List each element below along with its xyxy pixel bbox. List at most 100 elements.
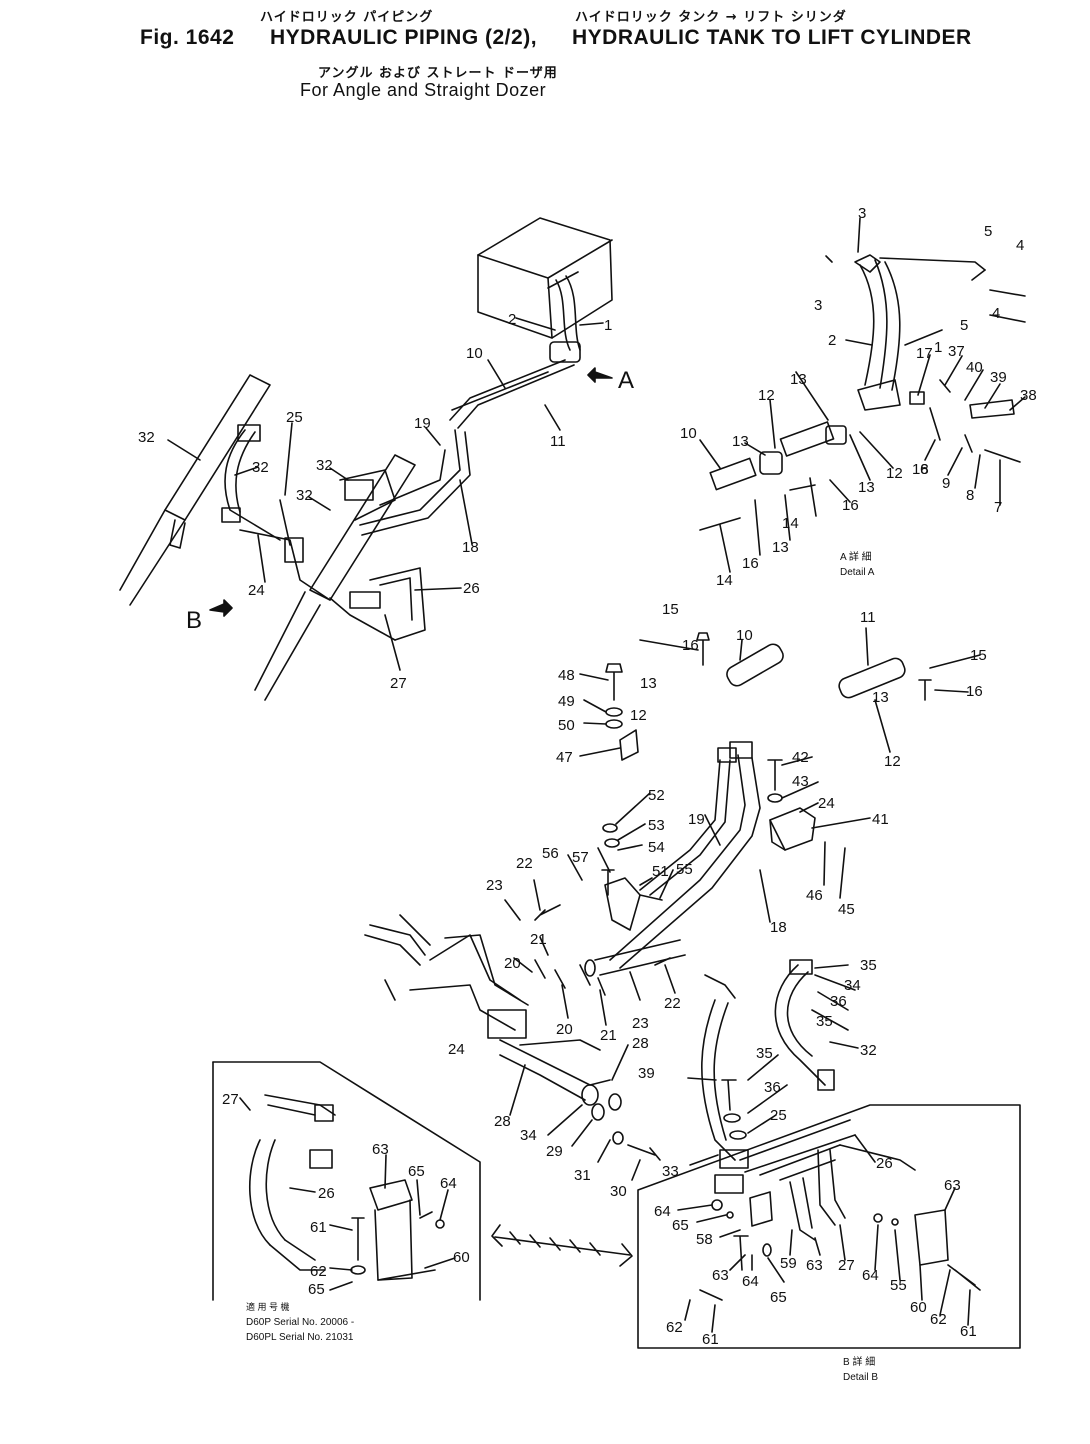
callout-main-53: 53 bbox=[648, 817, 665, 834]
callout-main-34: 34 bbox=[520, 1127, 537, 1144]
callout-overview-2: 2 bbox=[508, 311, 516, 328]
callout-detail-b-63: 63 bbox=[712, 1267, 729, 1284]
callout-overview-1: 1 bbox=[604, 317, 612, 334]
callout-overview-19: 19 bbox=[414, 415, 431, 432]
callout-detail-b-55: 55 bbox=[890, 1277, 907, 1294]
callout-inset-27: 27 bbox=[222, 1091, 239, 1108]
callout-main-55: 55 bbox=[676, 861, 693, 878]
detail-a-caption: Detail A bbox=[840, 567, 875, 578]
jp-title-left: ハイドロリック パイピング bbox=[260, 10, 434, 25]
callout-detail-b-58: 58 bbox=[696, 1231, 713, 1248]
callout-main-28: 28 bbox=[632, 1035, 649, 1052]
callout-labels: A B A 詳 細 Detail A B 詳 細 Detail B 適 用 号 … bbox=[138, 205, 1037, 1383]
callout-detail-a-39: 39 bbox=[990, 369, 1007, 386]
callout-main-54: 54 bbox=[648, 839, 665, 856]
callout-overview-18: 18 bbox=[462, 539, 479, 556]
callout-main-22: 22 bbox=[516, 855, 533, 872]
callout-main-20: 20 bbox=[556, 1021, 573, 1038]
subtitle: For Angle and Straight Dozer bbox=[300, 80, 547, 100]
callout-overview-11: 11 bbox=[550, 433, 566, 450]
callout-detail-a-13: 13 bbox=[858, 479, 875, 496]
callout-detail-a-13: 13 bbox=[790, 371, 807, 388]
callout-main-24: 24 bbox=[448, 1041, 465, 1058]
figure-header: ハイドロリック パイピング ハイドロリック タンク → リフト シリンダ Fig… bbox=[0, 0, 1090, 110]
callout-main-29: 29 bbox=[546, 1143, 563, 1160]
callout-main-42: 42 bbox=[792, 749, 809, 766]
serial-jp-caption: 適 用 号 機 bbox=[246, 1301, 290, 1312]
callout-detail-b-63: 63 bbox=[944, 1177, 961, 1194]
callout-overview-10: 10 bbox=[466, 345, 483, 362]
detail-b-caption: Detail B bbox=[843, 1372, 878, 1383]
callout-detail-a-14: 14 bbox=[782, 515, 799, 532]
callout-inset-60: 60 bbox=[453, 1249, 470, 1266]
callout-detail-a-3: 3 bbox=[814, 297, 822, 314]
callout-main-57: 57 bbox=[572, 849, 589, 866]
callout-detail-a-5: 5 bbox=[984, 223, 992, 240]
callout-detail-a-3: 3 bbox=[858, 205, 866, 222]
main-exploded-drawing bbox=[364, 627, 981, 1194]
callout-detail-b-60: 60 bbox=[910, 1299, 927, 1316]
callout-main-43: 43 bbox=[792, 773, 809, 790]
callout-main-36: 36 bbox=[830, 993, 847, 1010]
callout-main-34: 34 bbox=[844, 977, 861, 994]
callout-inset-26: 26 bbox=[318, 1185, 335, 1202]
callout-overview-27: 27 bbox=[390, 675, 407, 692]
callout-main-39: 39 bbox=[638, 1065, 655, 1082]
callout-detail-a-6: 6 bbox=[920, 461, 928, 478]
detail-b-drawing bbox=[637, 1104, 1021, 1349]
callout-detail-a-12: 12 bbox=[758, 387, 775, 404]
detail-a-drawing bbox=[699, 217, 1026, 573]
callout-detail-a-18: 18 bbox=[912, 461, 929, 478]
callout-main-13: 13 bbox=[640, 675, 657, 692]
callout-detail-a-8: 8 bbox=[966, 487, 974, 504]
callout-main-24: 24 bbox=[818, 795, 835, 812]
callout-main-56: 56 bbox=[542, 845, 559, 862]
serial-line-1: D60P Serial No. 20006 - bbox=[246, 1317, 354, 1328]
callout-main-41: 41 bbox=[872, 811, 889, 828]
callout-overview-32: 32 bbox=[296, 487, 313, 504]
callout-main-51: 51 bbox=[652, 863, 669, 880]
callout-main-35: 35 bbox=[860, 957, 877, 974]
callout-overview-25: 25 bbox=[286, 409, 303, 426]
arrow-a-label: A bbox=[618, 367, 634, 394]
callout-main-16: 16 bbox=[966, 683, 983, 700]
callout-detail-a-14: 14 bbox=[716, 572, 733, 589]
title-left: HYDRAULIC PIPING (2/2), bbox=[270, 26, 538, 49]
callout-overview-26: 26 bbox=[463, 580, 480, 597]
callout-inset-61: 61 bbox=[310, 1219, 327, 1236]
callout-main-15: 15 bbox=[662, 601, 679, 618]
callout-main-10: 10 bbox=[736, 627, 753, 644]
callout-detail-b-65: 65 bbox=[770, 1289, 787, 1306]
callout-detail-b-64: 64 bbox=[654, 1203, 671, 1220]
callout-detail-a-13: 13 bbox=[772, 539, 789, 556]
arrow-b-label: B bbox=[186, 607, 202, 634]
callout-main-50: 50 bbox=[558, 717, 575, 734]
callout-detail-a-9: 9 bbox=[942, 475, 950, 492]
callout-main-49: 49 bbox=[558, 693, 575, 710]
figure-number: Fig. 1642 bbox=[140, 26, 235, 49]
callout-main-19: 19 bbox=[688, 811, 705, 828]
callout-detail-b-64: 64 bbox=[742, 1273, 759, 1290]
callout-main-31: 31 bbox=[574, 1167, 591, 1184]
detail-a-jp-caption: A 詳 細 bbox=[840, 550, 872, 563]
callout-main-18: 18 bbox=[770, 919, 787, 936]
callout-detail-a-1: 1 bbox=[934, 339, 942, 356]
callout-detail-a-10: 10 bbox=[680, 425, 697, 442]
callout-inset-65: 65 bbox=[408, 1163, 425, 1180]
callout-main-15: 15 bbox=[970, 647, 987, 664]
callout-detail-a-16: 16 bbox=[742, 555, 759, 572]
callout-overview-24: 24 bbox=[248, 582, 265, 599]
callout-detail-b-63: 63 bbox=[806, 1257, 823, 1274]
callout-detail-a-13: 13 bbox=[732, 433, 749, 450]
callout-detail-a-4: 4 bbox=[1016, 237, 1024, 254]
callout-detail-a-38: 38 bbox=[1020, 387, 1037, 404]
callout-detail-b-62: 62 bbox=[930, 1311, 947, 1328]
callout-main-21: 21 bbox=[530, 931, 547, 948]
callout-main-36: 36 bbox=[764, 1079, 781, 1096]
callout-detail-b-61: 61 bbox=[702, 1331, 719, 1348]
callout-main-26: 26 bbox=[876, 1155, 893, 1172]
callout-main-47: 47 bbox=[556, 749, 573, 766]
callout-main-52: 52 bbox=[648, 787, 665, 804]
overview-drawing bbox=[119, 217, 613, 701]
